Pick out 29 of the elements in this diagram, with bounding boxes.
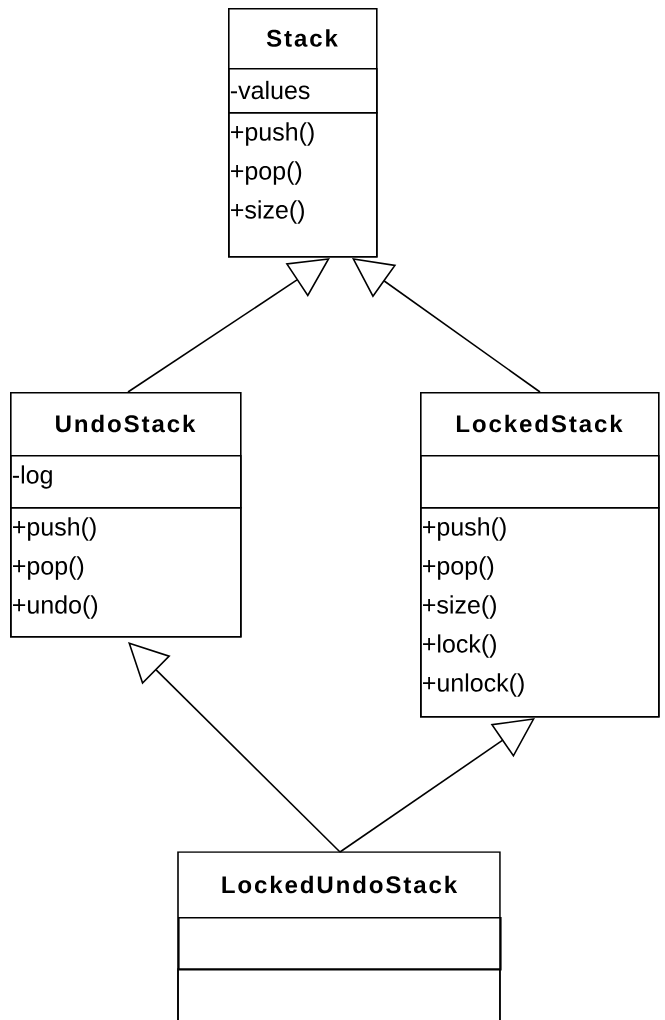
compartment-box bbox=[420, 507, 660, 718]
compartment-box bbox=[10, 507, 242, 638]
inheritance-arrow bbox=[127, 258, 330, 393]
member-text: +unlock() bbox=[423, 673, 524, 697]
class-name: Stack bbox=[266, 29, 338, 47]
member-text: +push() bbox=[423, 517, 506, 541]
member-text: -log bbox=[12, 465, 52, 489]
compartment-box bbox=[178, 917, 502, 971]
inheritance-arrow bbox=[339, 718, 535, 853]
class-name: LockedStack bbox=[456, 414, 623, 433]
member-text: +size() bbox=[423, 595, 496, 619]
member-text: +push() bbox=[13, 517, 96, 541]
member-text: +lock() bbox=[423, 634, 496, 658]
compartment-box bbox=[228, 112, 378, 258]
class-name: UndoStack bbox=[56, 414, 196, 433]
member-text: +pop() bbox=[231, 161, 302, 185]
member-text: +pop() bbox=[423, 556, 494, 580]
member-text: +undo() bbox=[13, 595, 98, 619]
member-text: +size() bbox=[231, 200, 304, 224]
compartment-box bbox=[10, 455, 242, 509]
inheritance-arrow bbox=[352, 258, 541, 393]
class-name: LockedUndoStack bbox=[222, 875, 458, 894]
compartment-box bbox=[177, 968, 501, 1020]
inheritance-arrow bbox=[128, 642, 341, 853]
member-text: +pop() bbox=[13, 556, 84, 580]
member-text: +push() bbox=[231, 122, 314, 146]
compartment-box bbox=[420, 455, 660, 509]
member-text: -values bbox=[230, 80, 310, 100]
compartment-box bbox=[228, 68, 378, 114]
